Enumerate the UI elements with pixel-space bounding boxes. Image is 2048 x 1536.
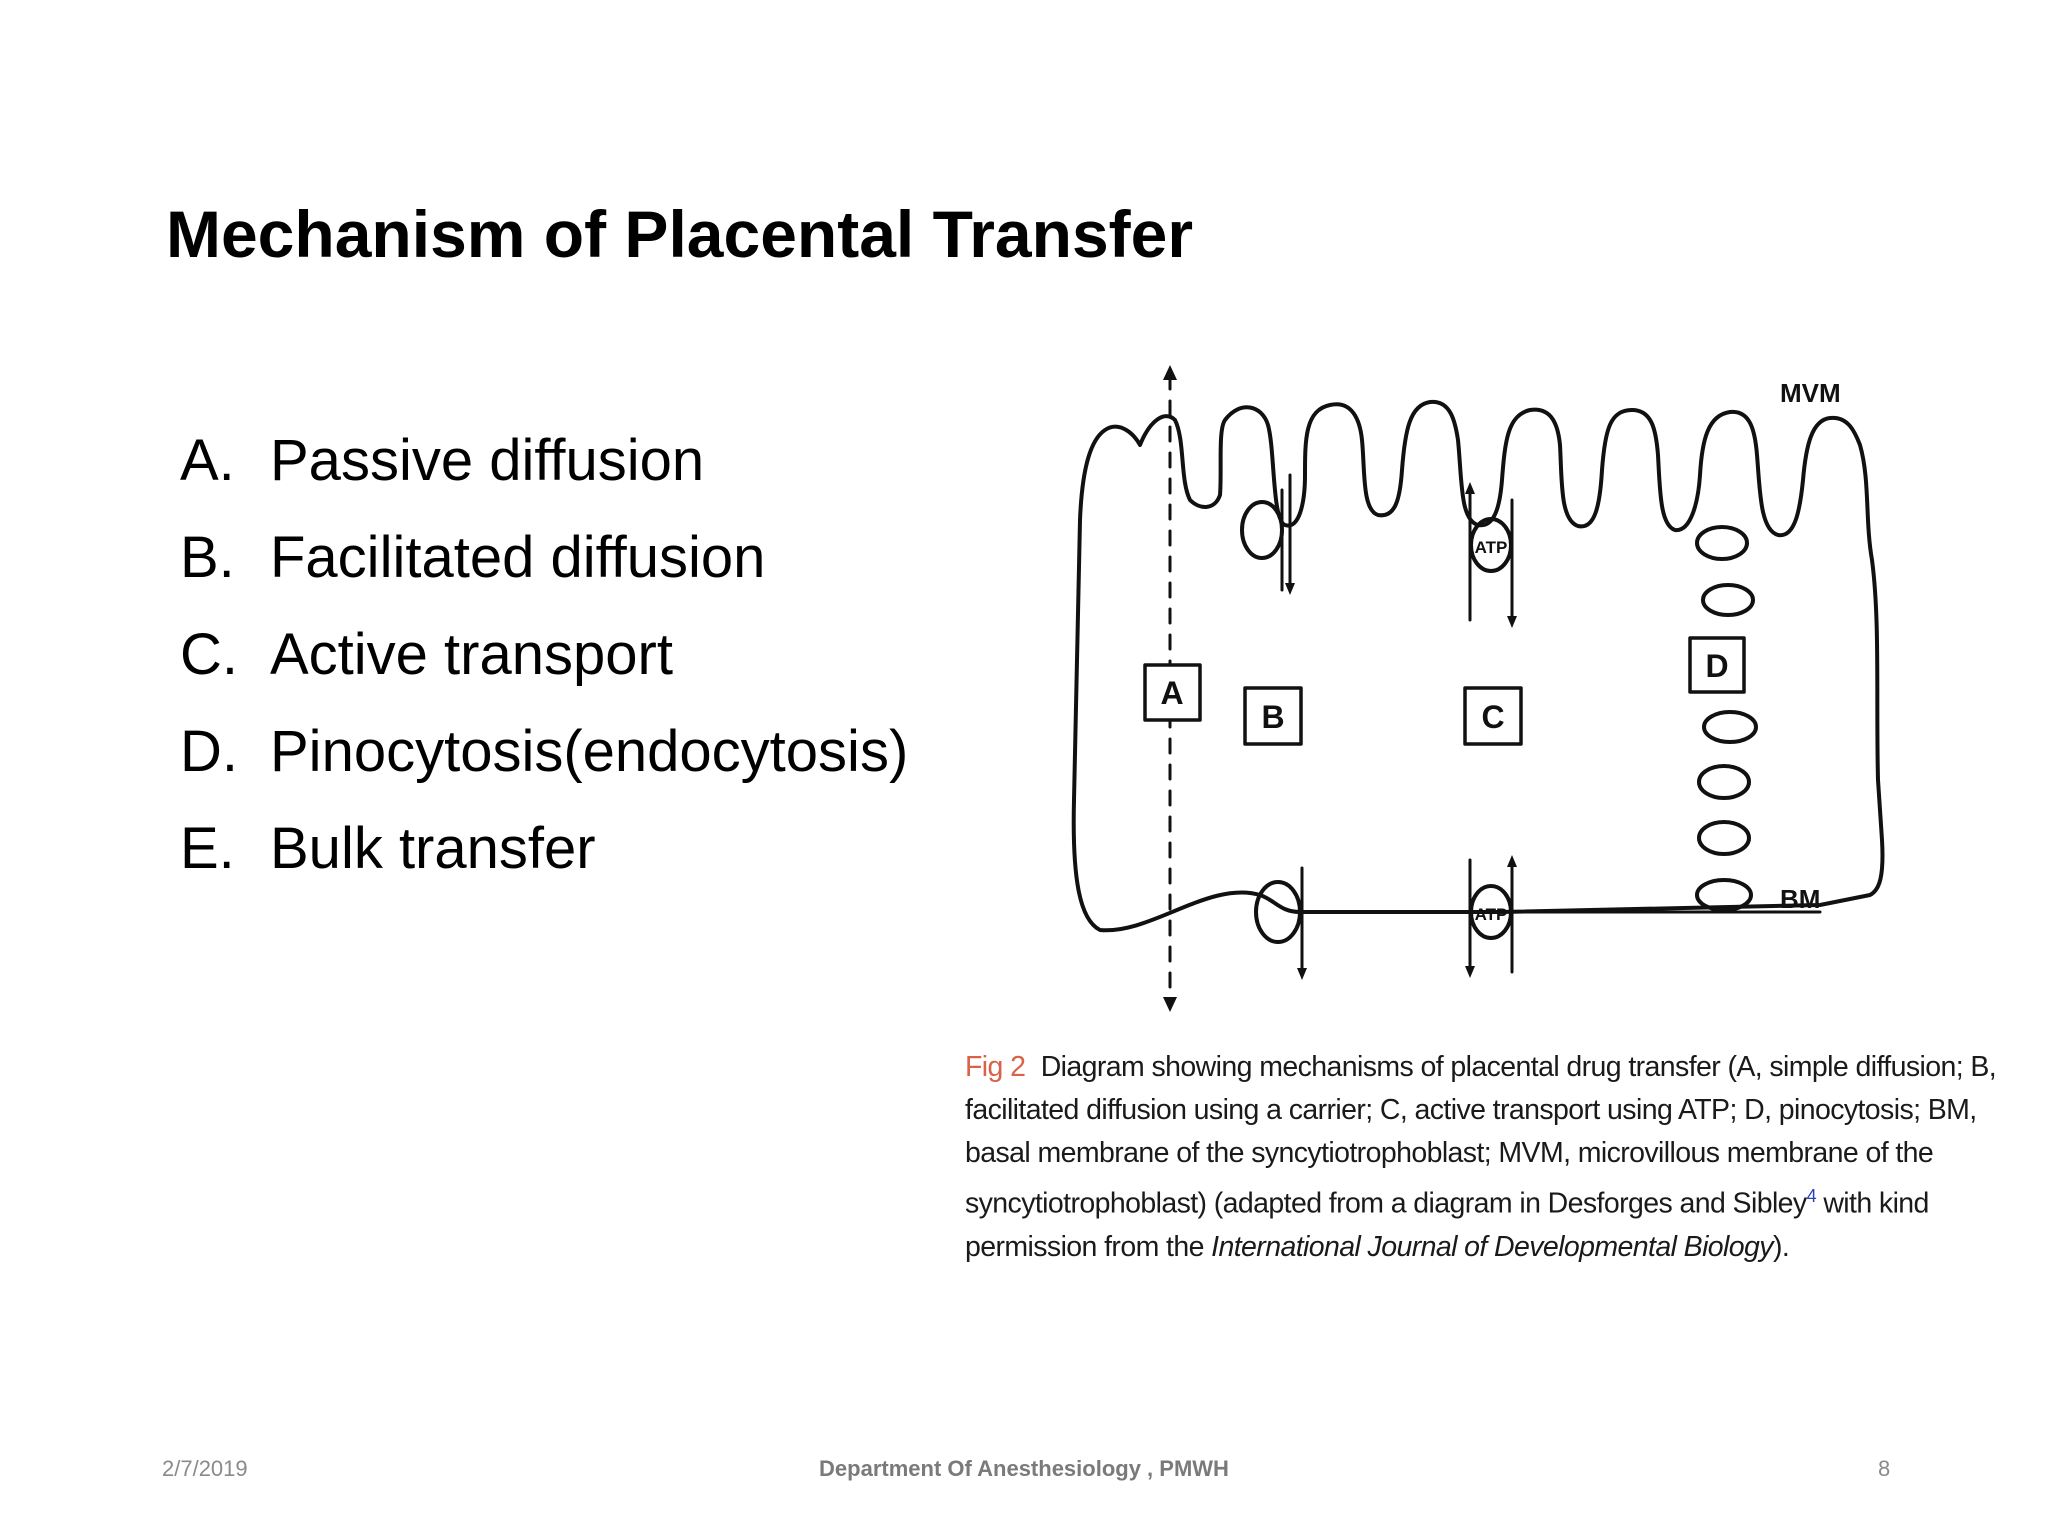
vesicle (1697, 764, 1751, 800)
list-item: B. Facilitated diffusion (180, 509, 908, 606)
vesicle (1697, 820, 1751, 856)
list-item-text: Passive diffusion (270, 428, 705, 493)
caption-text-2: with kind permission from the (965, 1187, 1929, 1263)
cell-membrane (1071, 399, 1885, 933)
list-item: E. Bulk transfer (180, 800, 908, 897)
box-b (1243, 686, 1303, 746)
list-marker: C. (180, 622, 238, 687)
mechanism-list: A. Passive diffusion B. Facilitated diff… (180, 412, 908, 897)
box-b-label: B (1261, 699, 1284, 735)
list-item: A. Passive diffusion (180, 412, 908, 509)
vesicle (1695, 878, 1753, 912)
list-marker: B. (180, 525, 235, 590)
box-a-label: A (1160, 675, 1183, 711)
box-d-label: D (1705, 648, 1728, 684)
footer-department: Department Of Anesthesiology , PMWH (819, 1456, 1229, 1481)
arrow-up-a (1163, 365, 1177, 380)
vesicle (1701, 583, 1755, 617)
box-d (1688, 636, 1746, 694)
slide-title: Mechanism of Placental Transfer (166, 197, 1194, 271)
atp-top-label: ATP (1475, 538, 1508, 557)
figure-caption: Fig 2 Diagram showing mechanisms of plac… (965, 1046, 2015, 1269)
list-item-text: Active transport (270, 622, 673, 687)
list-item-text: Bulk transfer (270, 816, 596, 881)
arrow-down-a (1163, 997, 1177, 1012)
list-item: D. Pinocytosis(endocytosis) (180, 703, 908, 800)
citation-superscript: 4 (1806, 1186, 1817, 1206)
list-marker: D. (180, 719, 238, 784)
label-bm: BM (1780, 884, 1820, 914)
caption-text-3: ). (1772, 1230, 1790, 1263)
list-item-text: Facilitated diffusion (270, 525, 766, 590)
caption-text: Diagram showing mechanisms of placental … (965, 1051, 1997, 1220)
vesicle (1695, 525, 1749, 561)
journal-name: International Journal of Developmental B… (1211, 1230, 1773, 1263)
label-mvm: MVM (1780, 378, 1841, 408)
footer-date: 2/7/2019 (162, 1456, 248, 1481)
box-a (1143, 663, 1202, 722)
list-item: C. Active transport (180, 606, 908, 703)
box-c-label: C (1481, 699, 1504, 735)
box-c (1463, 686, 1523, 746)
atp-bottom-label: ATP (1475, 905, 1508, 924)
list-marker: E. (180, 816, 235, 881)
placental-transfer-diagram: MVM BM A B C D ATP ATP (1071, 365, 1885, 1012)
carrier-b-top (1240, 500, 1284, 560)
carrier-b-bottom (1254, 880, 1302, 944)
figure-label: Fig 2 (965, 1051, 1026, 1083)
atp-pump-bottom (1469, 884, 1513, 940)
list-marker: A. (180, 428, 235, 493)
list-item-text: Pinocytosis(endocytosis) (270, 719, 909, 784)
atp-pump-top (1469, 517, 1513, 573)
vesicle (1702, 710, 1758, 744)
page-number: 8 (1878, 1456, 1891, 1481)
